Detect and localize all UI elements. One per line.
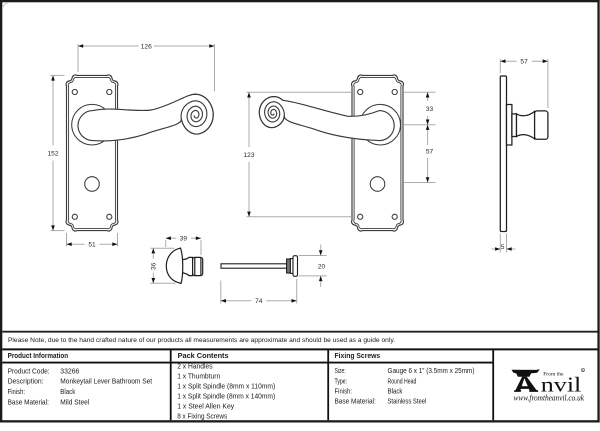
svg-text:Product Information: Product Information (8, 351, 69, 360)
svg-text:57: 57 (426, 149, 434, 156)
svg-text:Mild Steel: Mild Steel (60, 397, 89, 406)
svg-text:8 x Fixing Screws: 8 x Fixing Screws (177, 411, 227, 420)
svg-text:Monkeytail Lever Bathroom Set: Monkeytail Lever Bathroom Set (60, 377, 152, 386)
svg-text:Finish:: Finish: (8, 387, 26, 396)
svg-text:51: 51 (88, 242, 96, 249)
svg-text:From the: From the (543, 371, 564, 377)
svg-text:Black: Black (388, 386, 403, 395)
svg-text:Product Code:: Product Code: (8, 366, 50, 375)
svg-text:39: 39 (180, 236, 188, 243)
svg-text:Black: Black (60, 387, 75, 396)
svg-text:36: 36 (151, 262, 158, 270)
svg-text:Round Head: Round Head (388, 376, 417, 385)
svg-text:Gauge 6 x 1” (3.5mm x 25mm): Gauge 6 x 1” (3.5mm x 25mm) (388, 366, 475, 375)
svg-text:5: 5 (501, 244, 505, 251)
svg-text:Finish:: Finish: (335, 386, 353, 395)
svg-text:Base Material:: Base Material: (335, 397, 376, 406)
svg-text:57: 57 (520, 59, 528, 66)
svg-text:2 x Handles: 2 x Handles (177, 361, 213, 370)
svg-text:Size:: Size: (335, 366, 346, 375)
svg-text:Stainless Steel: Stainless Steel (388, 397, 427, 406)
svg-text:www.fromtheanvil.co.uk: www.fromtheanvil.co.uk (514, 393, 585, 402)
svg-text:126: 126 (141, 43, 152, 50)
svg-text:Please Note, due to the hand c: Please Note, due to the hand crafted nat… (8, 337, 395, 344)
svg-text:1 x Split Spindle (8mm x 140mm: 1 x Split Spindle (8mm x 140mm) (177, 391, 275, 400)
svg-text:Pack Contents: Pack Contents (178, 351, 229, 360)
svg-text:1 x Steel Allen Key: 1 x Steel Allen Key (177, 401, 234, 410)
svg-text:33: 33 (426, 106, 434, 113)
svg-text:Base Material:: Base Material: (8, 397, 49, 406)
svg-text:152: 152 (47, 150, 58, 157)
svg-text:1 x Thumbturn: 1 x Thumbturn (177, 371, 220, 380)
svg-text:74: 74 (255, 298, 263, 305)
svg-text:Type:: Type: (335, 376, 348, 385)
svg-text:Fixing Screws: Fixing Screws (335, 351, 381, 360)
svg-text:R: R (582, 368, 585, 372)
svg-text:20: 20 (318, 263, 326, 270)
svg-text:1 x Split Spindle (8mm x 110mm: 1 x Split Spindle (8mm x 110mm) (177, 381, 275, 390)
svg-text:nvil: nvil (541, 373, 582, 397)
svg-text:33266: 33266 (60, 366, 79, 375)
svg-text:123: 123 (243, 152, 254, 159)
svg-text:Description:: Description: (8, 377, 44, 386)
